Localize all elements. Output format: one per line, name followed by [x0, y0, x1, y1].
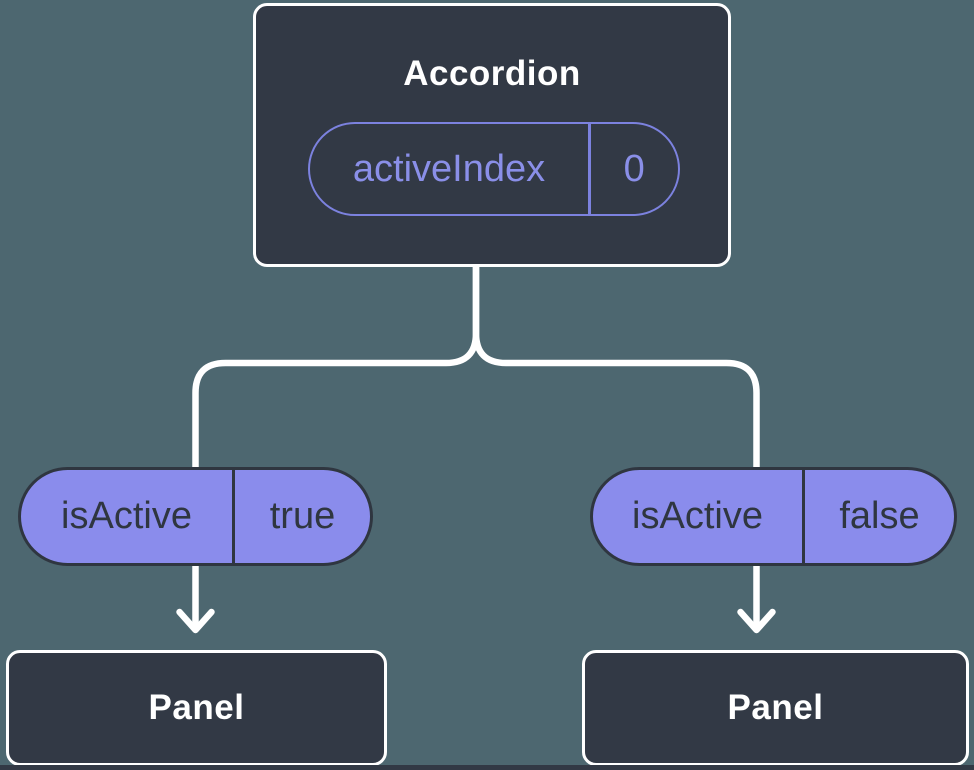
node-panel-left: Panel	[6, 650, 387, 766]
node-title: Panel	[148, 688, 245, 727]
arrow-down-icon	[176, 608, 215, 634]
prop-pill-activeindex: activeIndex 0	[308, 122, 680, 216]
prop-name: isActive	[632, 495, 763, 537]
prop-value: false	[839, 495, 920, 537]
pill-divider	[232, 470, 235, 563]
arrow-down-icon	[737, 608, 776, 634]
prop-value: 0	[623, 147, 645, 190]
node-title: Panel	[727, 688, 824, 727]
bottom-edge	[0, 765, 974, 770]
prop-name: activeIndex	[352, 147, 546, 190]
node-panel-right: Panel	[582, 650, 969, 766]
state-pill-isactive-false: isActive false	[590, 467, 957, 566]
node-title: Accordion	[403, 54, 581, 93]
node-accordion: Accordion activeIndex 0	[253, 3, 731, 267]
connector-right-branch	[472, 260, 760, 628]
prop-value: true	[269, 495, 336, 537]
pill-divider	[802, 470, 805, 563]
pill-divider	[588, 124, 591, 214]
state-pill-isactive-true: isActive true	[18, 467, 373, 566]
prop-name: isActive	[61, 495, 192, 537]
connector-left-branch	[192, 260, 480, 628]
